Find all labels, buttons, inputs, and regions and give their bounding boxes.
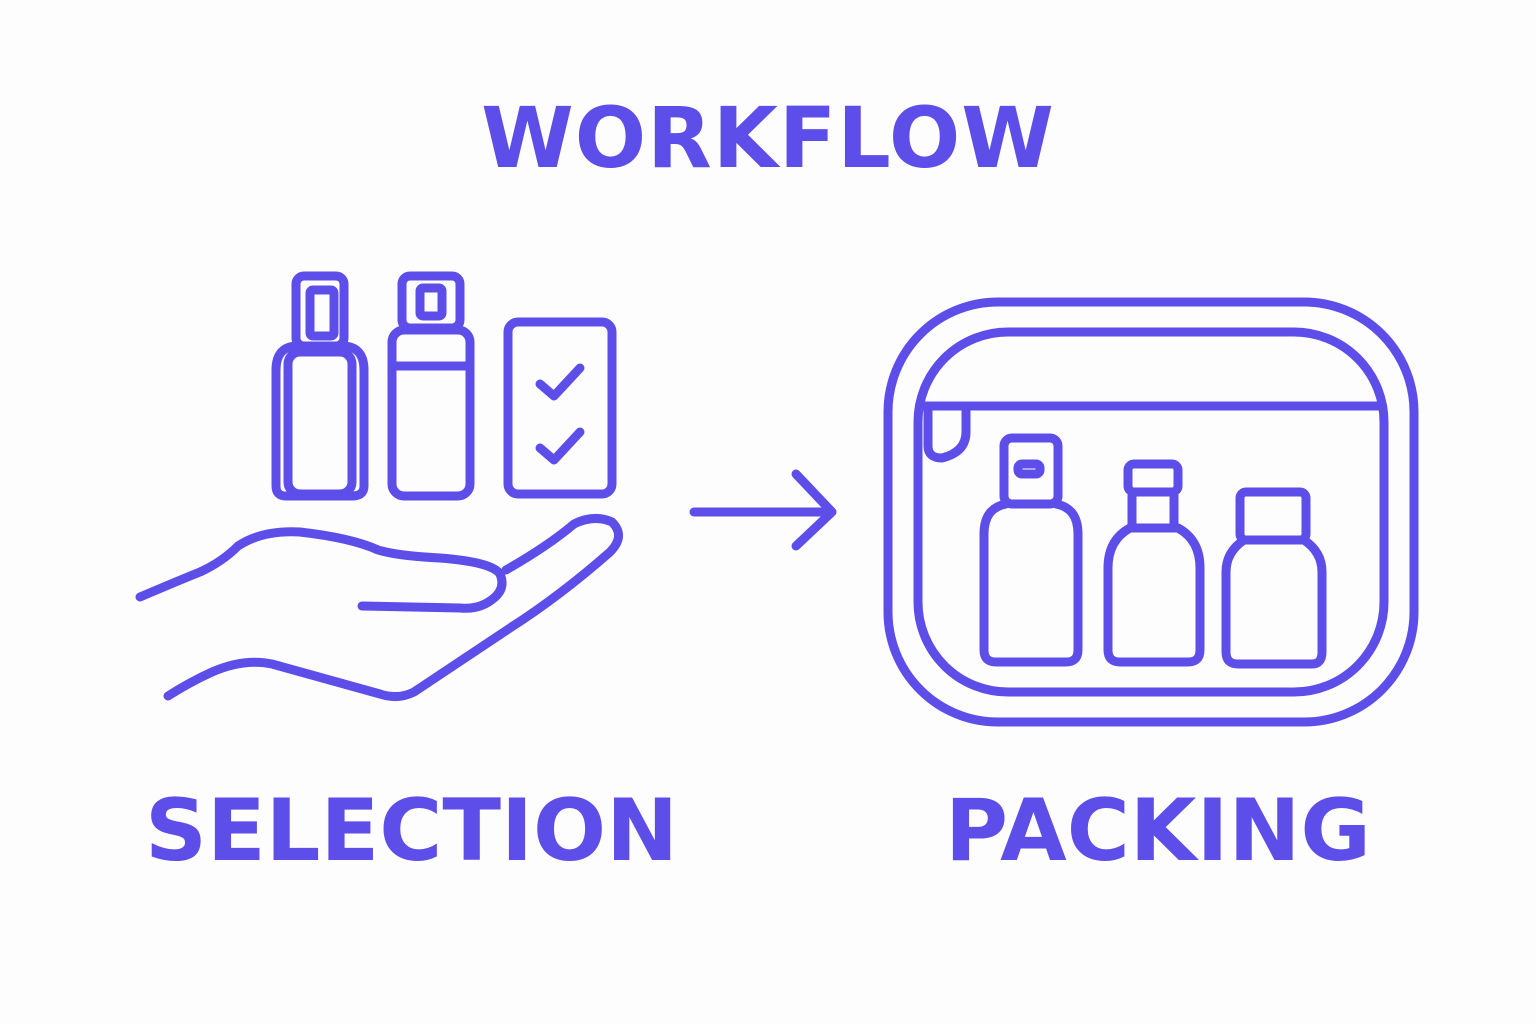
zipper-pull-icon	[923, 403, 971, 463]
check-icon	[535, 427, 585, 465]
diagram-title: WORKFLOW	[481, 89, 1055, 187]
pump-bottle-icon	[387, 271, 475, 501]
spray-bottle-icon	[271, 271, 369, 501]
checklist-icon	[503, 317, 617, 499]
jar-bottle-icon	[1221, 487, 1327, 669]
round-bottle-icon	[1103, 459, 1205, 667]
step-label-selection: SELECTION	[145, 781, 679, 881]
step-label-packing: PACKING	[945, 781, 1372, 881]
toiletry-bag-icon	[883, 297, 1419, 727]
hand-icon	[135, 514, 623, 702]
hand-holding-bottles-icon	[135, 271, 623, 702]
arrow-right-icon	[689, 469, 837, 551]
spray-bottle-icon	[979, 433, 1083, 667]
check-icon	[535, 363, 585, 401]
